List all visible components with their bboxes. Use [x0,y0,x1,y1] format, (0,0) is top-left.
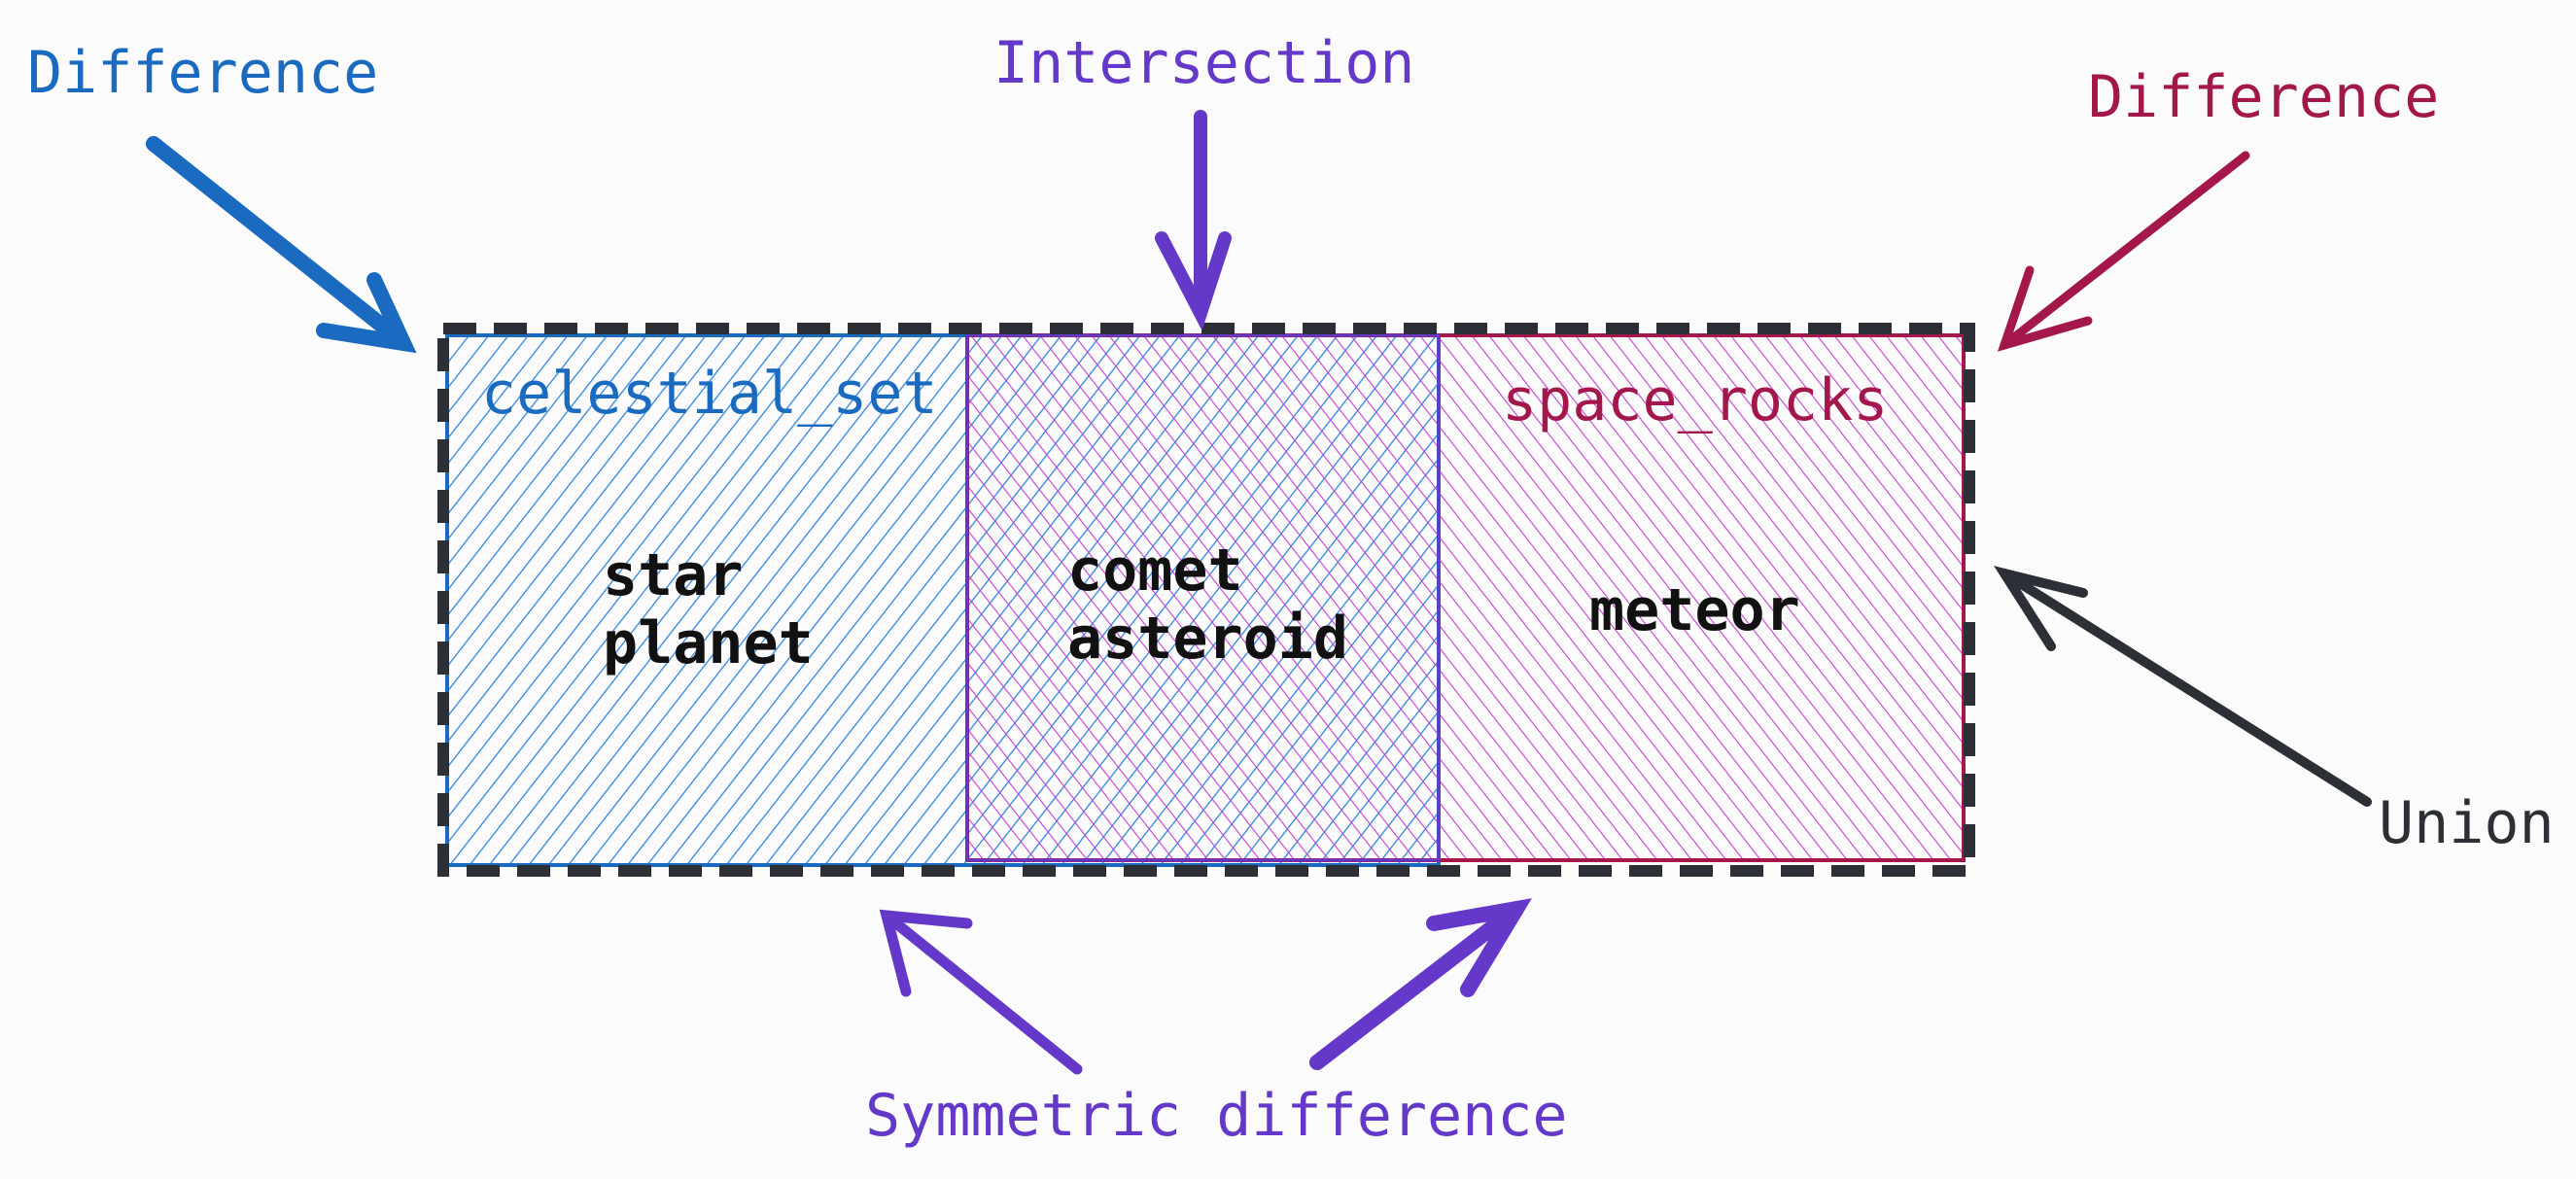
celestial-set-name: celestial_set [481,360,938,428]
element-planet: planet [603,609,814,677]
arrow-symmetric-right [1309,898,1532,1070]
arrow-intersection [1155,110,1232,331]
space-rocks-name: space_rocks [1502,366,1888,434]
label-symmetric-difference: Symmetric difference [865,1082,1567,1150]
arrow-difference-left [146,136,417,354]
element-meteor: meteor [1589,576,1800,644]
label-difference-left: Difference [27,39,378,107]
label-intersection: Intersection [993,29,1414,97]
arrow-difference-right [1997,151,2250,352]
element-star: star [603,541,744,609]
label-difference-right: Difference [2088,63,2439,131]
arrow-symmetric-left [879,909,1083,1075]
label-union: Union [2379,789,2555,857]
intersection-region-outline [965,333,1441,862]
element-comet: comet [1067,537,1243,605]
element-asteroid: asteroid [1067,605,1348,673]
union-outline [437,323,1975,877]
arrow-union [1994,566,2372,807]
space-rocks-region [965,333,1966,862]
